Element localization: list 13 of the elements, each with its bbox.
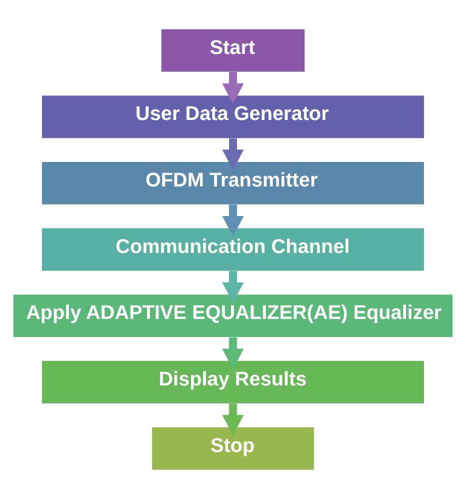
- arrow: [222, 336, 244, 369]
- node-box: OFDM Transmitter: [42, 161, 424, 204]
- node-box: User Data Generator: [42, 95, 424, 138]
- node-box: Communication Channel: [42, 228, 424, 270]
- arrow: [222, 403, 244, 435]
- arrow: [222, 270, 244, 302]
- arrow: [222, 204, 244, 236]
- node-box: Start: [161, 28, 305, 72]
- node-box: Display Results: [42, 360, 424, 403]
- node-box: Stop: [152, 426, 314, 470]
- arrow: [222, 72, 244, 104]
- node-box: Apply ADAPTIVE EQUALIZER(AE) Equalizer: [13, 294, 453, 337]
- arrow: [222, 138, 244, 170]
